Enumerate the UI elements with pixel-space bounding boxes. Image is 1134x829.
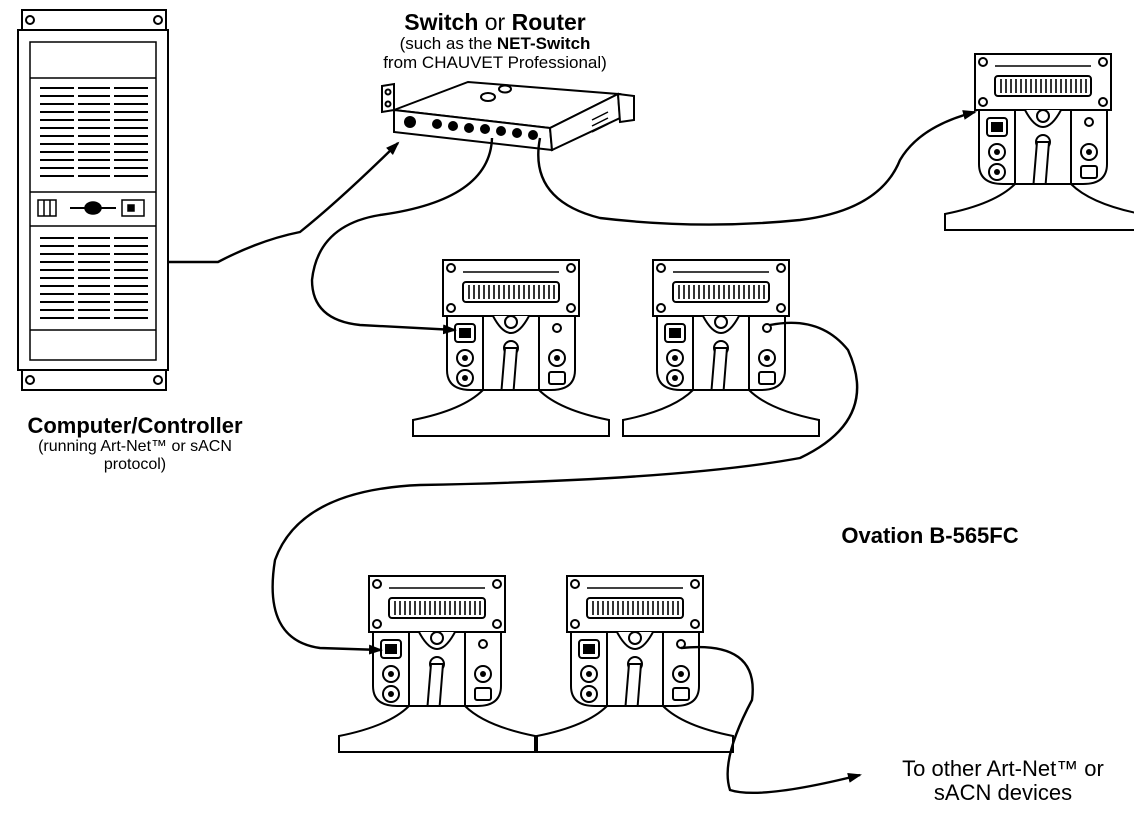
switch-title-strong-1: Switch [404, 9, 479, 35]
switch-line2-prefix: (such as the [399, 34, 497, 54]
switch-side-vents [591, 111, 609, 133]
cable-computer-to-switch [168, 141, 400, 264]
cable-fixture-middle-right-to-bottom-left [271, 321, 859, 655]
fixture-top-right [944, 53, 1134, 231]
fixture-middle-left [412, 259, 610, 437]
rack-vent-bottom [40, 237, 148, 319]
computer-line3: protocol) [103, 455, 167, 473]
computer-rack [17, 9, 169, 391]
switch-caption: Switch or Router (such as the NET-Switch… [330, 9, 660, 73]
rack-vent-top [40, 87, 148, 177]
fixture-bottom-left [338, 575, 536, 753]
destination-line2: sACN devices [933, 780, 1073, 806]
computer-caption: Computer/Controller (running Art-Net™ or… [0, 413, 270, 473]
switch-line3: from CHAUVET Professional) [383, 52, 607, 72]
destination-line1: To other Art-Net™ or [902, 756, 1104, 781]
fixture-bottom-right [536, 575, 734, 753]
switch-title-joiner: or [478, 9, 512, 35]
switch-line2-strong: NET-Switch [496, 34, 591, 54]
fixture-middle-right [622, 259, 820, 437]
destination-caption: To other Art-Net™ or sACN devices [872, 756, 1134, 806]
fixture-caption: Ovation B-565FC [841, 523, 1019, 548]
rack-control-panel [37, 199, 145, 217]
computer-title: Computer/Controller [27, 413, 243, 438]
computer-line2: (running Art-Net™ or sACN [38, 438, 232, 456]
cable-switch-to-fixture-top-right [537, 110, 977, 226]
cable-switch-to-fixture-middle-left [310, 137, 494, 335]
cable-fixture-bottom-right-to-destination [680, 645, 862, 795]
switch-ports [404, 116, 538, 140]
network-switch [381, 80, 635, 152]
switch-title-strong-2: Router [511, 9, 586, 35]
